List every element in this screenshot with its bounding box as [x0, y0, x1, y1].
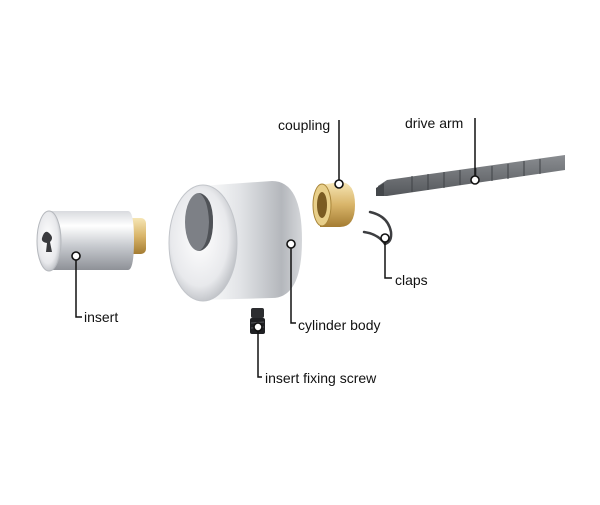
- callout-lines: [75, 118, 476, 378]
- cylinder-body-part: [168, 181, 302, 302]
- label-cylinder-body: cylinder body: [298, 317, 381, 333]
- callout-dots: [71, 175, 480, 332]
- insert-part: [36, 210, 146, 272]
- coupling-part: [312, 182, 355, 227]
- label-insert-fixing-screw: insert fixing screw: [265, 370, 377, 386]
- label-coupling: coupling: [278, 117, 331, 133]
- label-claps: claps: [395, 272, 428, 288]
- label-insert: insert: [84, 309, 119, 325]
- drive-arm-part: [376, 155, 565, 196]
- label-drive-arm: drive arm: [405, 115, 464, 131]
